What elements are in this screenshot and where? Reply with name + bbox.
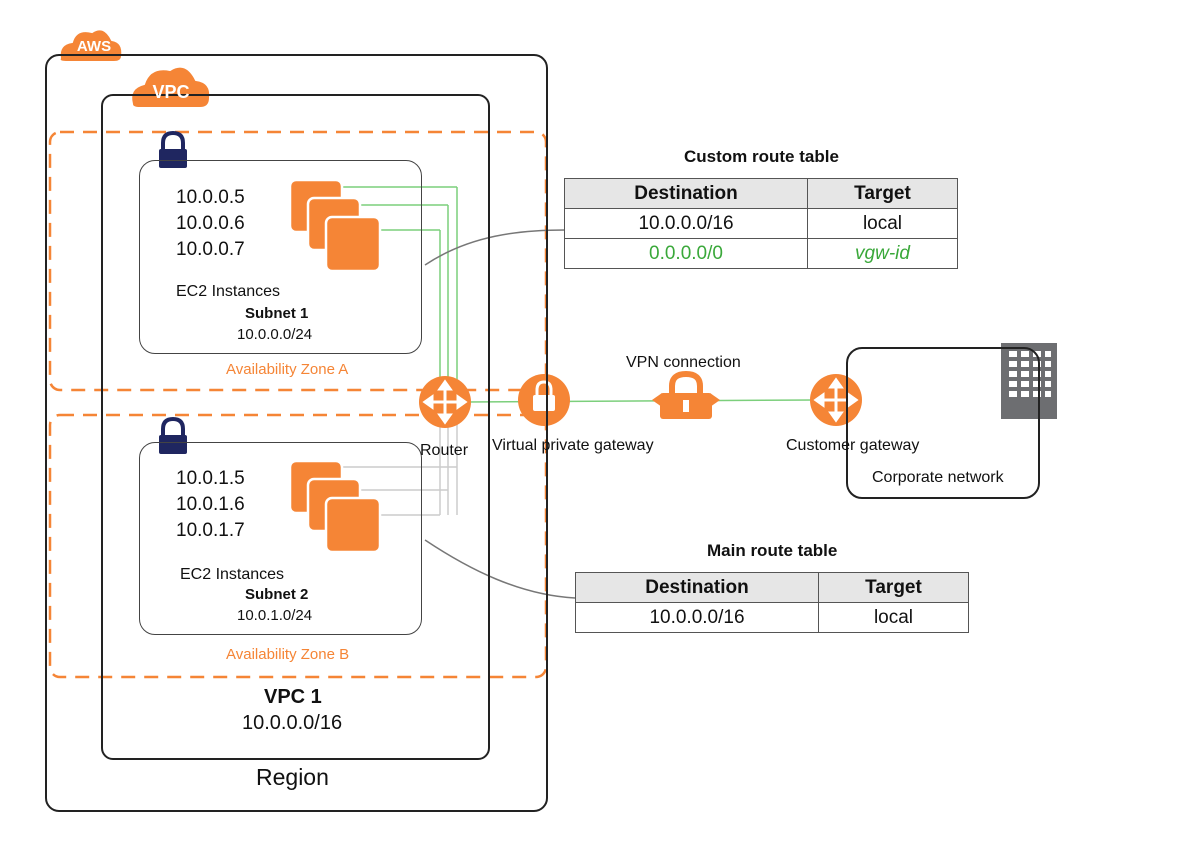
subnet1-ip-1: 10.0.0.5	[176, 187, 245, 208]
region-box	[45, 54, 548, 812]
subnet2-box	[139, 442, 422, 635]
subnet2-ip-2: 10.0.1.6	[176, 494, 245, 515]
customer-gateway-label: Customer gateway	[786, 437, 920, 454]
subnet2-router-connectors	[340, 420, 458, 516]
main-route-table-header-destination: Destination	[575, 572, 819, 603]
availability-zone-a-label: Availability Zone A	[226, 361, 349, 378]
aws-badge-label: AWS	[76, 38, 112, 55]
table-row: 10.0.0.0/16 local	[575, 602, 969, 633]
subnet2-name: Subnet 2	[245, 586, 309, 603]
subnet1-to-custom-route-table-line	[424, 229, 566, 266]
subnet2-ec2-instance-icon	[288, 459, 382, 554]
subnet2-ip-3: 10.0.1.7	[176, 520, 245, 541]
custom-route-destination: 10.0.0.0/16	[564, 208, 808, 239]
table-row: 0.0.0.0/0 vgw-id	[564, 238, 958, 269]
vpn-lock-icon	[652, 370, 720, 419]
vpc-badge-label: VPC	[152, 82, 190, 102]
main-route-destination: 10.0.0.0/16	[575, 602, 819, 633]
server-rack-icon	[1001, 343, 1057, 419]
custom-route-destination: 0.0.0.0/0	[564, 238, 808, 269]
subnet2-lock-icon	[159, 416, 187, 454]
corporate-network-box	[846, 347, 1040, 499]
vpc-cidr: 10.0.0.0/16	[242, 712, 343, 734]
subnet1-name: Subnet 1	[245, 305, 309, 322]
vpc-cloud-icon	[130, 65, 212, 109]
main-route-table: Destination Target 10.0.0.0/16 local	[575, 572, 969, 633]
main-route-target: local	[818, 602, 969, 633]
custom-route-table-header-destination: Destination	[564, 178, 808, 209]
custom-route-table-header-target: Target	[807, 178, 958, 209]
main-route-table-title: Main route table	[707, 541, 838, 560]
vpn-connection-label: VPN connection	[626, 354, 741, 371]
main-route-table-header-target: Target	[818, 572, 969, 603]
availability-zone-b-box	[48, 413, 548, 679]
vpg-label: Virtual private gateway	[492, 437, 654, 454]
router-icon	[419, 376, 471, 428]
aws-cloud-icon	[58, 28, 124, 63]
vpn-gateway-icon	[518, 374, 570, 426]
router-label: Router	[420, 442, 469, 459]
custom-route-table-title: Custom route table	[684, 147, 839, 166]
subnet1-ec2-instance-icon	[288, 178, 382, 273]
corporate-network-label: Corporate network	[872, 469, 1004, 486]
custom-route-target: local	[807, 208, 958, 239]
subnet2-to-main-route-table-line	[424, 539, 576, 599]
subnet2-instances-label: EC2 Instances	[180, 566, 285, 583]
subnet1-box	[139, 160, 422, 354]
subnet1-ip-3: 10.0.0.7	[176, 239, 245, 260]
custom-route-table: Destination Target 10.0.0.0/16 local 0.0…	[564, 178, 958, 269]
subnet1-lock-icon	[159, 130, 187, 168]
subnet2-cidr: 10.0.1.0/24	[237, 607, 313, 624]
availability-zone-b-label: Availability Zone B	[226, 646, 350, 663]
customer-gateway-icon	[810, 374, 862, 426]
subnet1-instances-label: EC2 Instances	[176, 283, 281, 300]
vpc-box	[101, 94, 490, 760]
table-row: 10.0.0.0/16 local	[564, 208, 958, 239]
subnet1-ip-2: 10.0.0.6	[176, 213, 245, 234]
subnet2-ip-1: 10.0.1.5	[176, 468, 245, 489]
vpc-name: VPC 1	[264, 686, 322, 708]
custom-route-target: vgw-id	[807, 238, 958, 269]
subnet1-cidr: 10.0.0.0/24	[237, 326, 313, 343]
region-label: Region	[256, 764, 329, 790]
subnet1-router-connectors	[340, 186, 458, 400]
